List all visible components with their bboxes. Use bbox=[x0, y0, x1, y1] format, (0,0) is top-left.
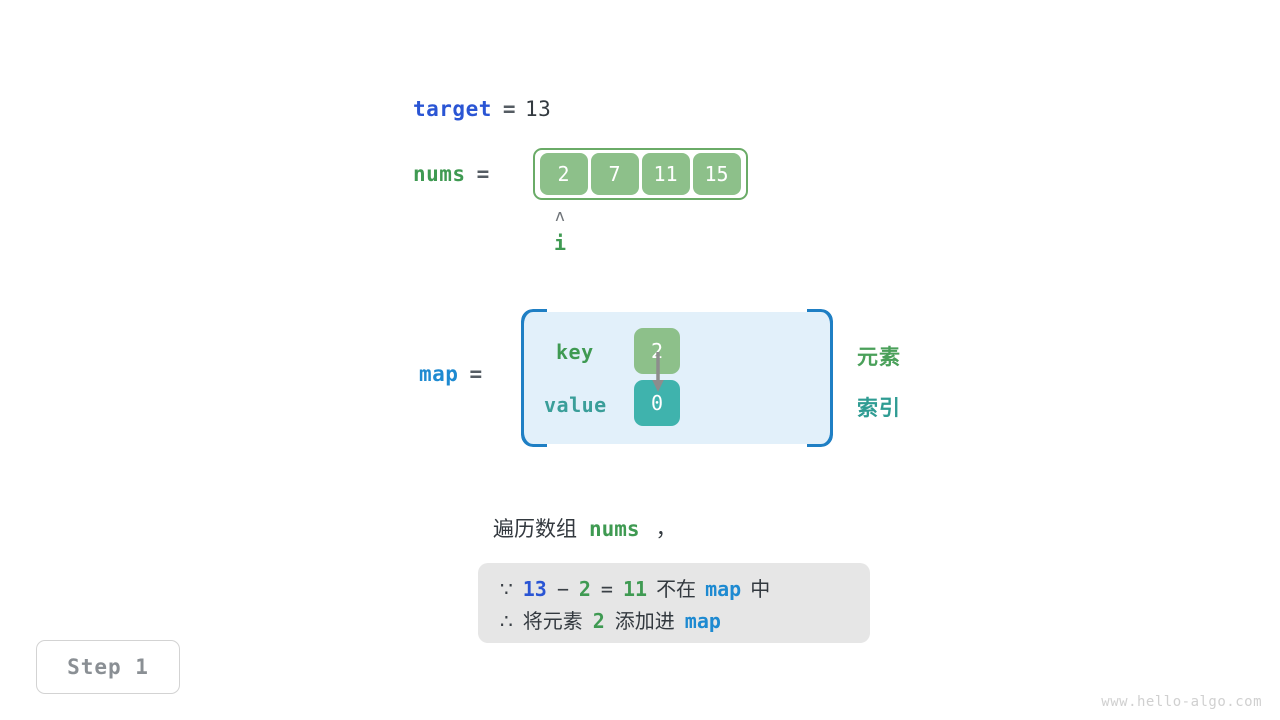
reasoning-line-2: ∴ 将元素 2 添加进 map bbox=[500, 605, 848, 637]
reason2-map: map bbox=[684, 609, 721, 633]
map-variable-name: map bbox=[419, 362, 459, 386]
array-cell: 2 bbox=[539, 153, 588, 195]
caption-suffix: ， bbox=[655, 517, 677, 541]
reasoning-box: ∵ 13 − 2 = 11 不在 map 中 ∴ 将元素 2 添加进 map bbox=[478, 563, 870, 643]
because-symbol: ∵ bbox=[500, 577, 513, 601]
pointer-label: i bbox=[553, 231, 567, 255]
map-equals-sign: = bbox=[469, 362, 483, 386]
key-to-value-arrow-icon bbox=[652, 352, 664, 392]
reason2-text2: 添加进 bbox=[614, 609, 675, 633]
nums-variable-name: nums bbox=[413, 162, 466, 186]
nums-assignment: nums = bbox=[413, 148, 498, 200]
map-value-cell: 0 bbox=[634, 380, 680, 426]
nums-equals-sign: = bbox=[476, 162, 490, 186]
caption-prefix: 遍历数组 bbox=[493, 517, 577, 541]
array-cell: 15 bbox=[692, 153, 741, 195]
reason1-map: map bbox=[705, 577, 742, 601]
reason1-equals: = bbox=[600, 577, 613, 601]
target-value: 13 bbox=[525, 97, 552, 121]
target-variable-name: target bbox=[413, 97, 492, 121]
reason1-operand-a: 13 bbox=[522, 577, 547, 601]
map-assignment: map = bbox=[419, 362, 492, 386]
reason1-result: 11 bbox=[622, 577, 648, 601]
map-index-side-label: 索引 bbox=[857, 396, 901, 420]
reason1-operand-b: 2 bbox=[578, 577, 591, 601]
target-equals-sign: = bbox=[502, 97, 517, 121]
reason2-text1: 将元素 bbox=[522, 609, 583, 633]
reason1-tail: 中 bbox=[750, 577, 771, 601]
caption-text: 遍历数组 nums ， bbox=[493, 513, 677, 543]
step-badge: Step 1 bbox=[36, 640, 180, 694]
pointer-caret-icon: ʌ bbox=[555, 206, 565, 225]
map-value-label: value bbox=[544, 393, 607, 417]
caption-code: nums bbox=[589, 517, 640, 541]
reason1-text: 不在 bbox=[656, 577, 697, 601]
map-element-side-label: 元素 bbox=[857, 345, 901, 369]
reasoning-line-1: ∵ 13 − 2 = 11 不在 map 中 bbox=[500, 573, 848, 605]
map-key-label: key bbox=[556, 340, 594, 364]
watermark: www.hello-algo.com bbox=[1101, 694, 1262, 710]
target-assignment: target = 13 bbox=[413, 94, 551, 124]
therefore-symbol: ∴ bbox=[500, 609, 513, 633]
array-cell: 7 bbox=[590, 153, 639, 195]
index-pointer: ʌ i bbox=[533, 206, 587, 255]
nums-array-container: 2 7 11 15 bbox=[533, 148, 748, 200]
reason1-minus: − bbox=[556, 577, 569, 601]
reason2-element: 2 bbox=[592, 609, 605, 633]
array-cell: 11 bbox=[641, 153, 690, 195]
